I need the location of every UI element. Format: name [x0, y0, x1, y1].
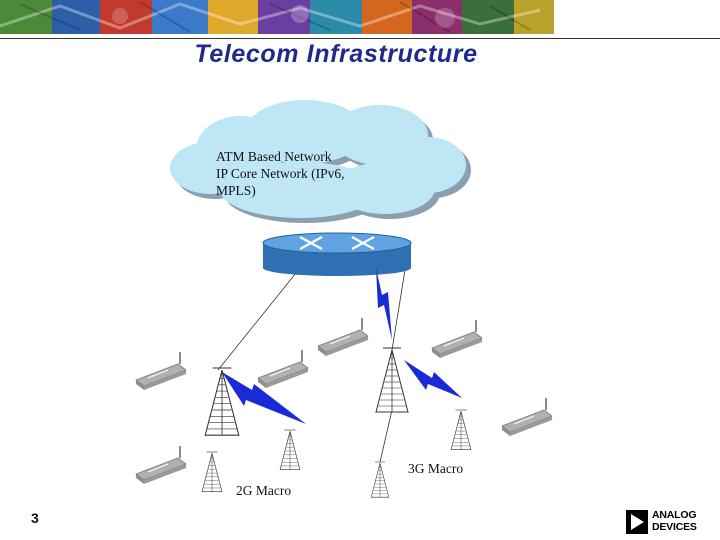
label-2g-macro: 2G Macro: [236, 483, 292, 498]
header-banner: [0, 0, 720, 34]
banner-collage: [0, 0, 720, 34]
logo-line: DEVICES: [652, 521, 697, 533]
analog-devices-logo-icon: [626, 510, 648, 534]
label-3g-macro: 3G Macro: [408, 461, 464, 476]
logo-wordmark: ANALOG DEVICES: [652, 509, 697, 533]
slide-title: Telecom Infrastructure: [194, 40, 478, 68]
wired-links: [217, 267, 406, 463]
cloud-label: ATM Based Network IP Core Network (IPv6,…: [216, 148, 366, 199]
cloud-label-line: ATM Based Network: [216, 149, 332, 164]
logo-line: ANALOG: [652, 509, 697, 521]
page-number: 3: [31, 510, 39, 526]
header-rule: [0, 38, 720, 39]
cloud-label-line: IP Core Network (IPv6,: [216, 166, 345, 181]
core-router-icon: [262, 232, 412, 276]
mobile-phone-icon: [135, 317, 553, 485]
analog-devices-logo: ANALOG DEVICES: [626, 509, 704, 535]
lightning-link-icon: [222, 268, 462, 424]
cloud-label-line: MPLS): [216, 183, 256, 198]
network-cloud: [170, 100, 471, 223]
